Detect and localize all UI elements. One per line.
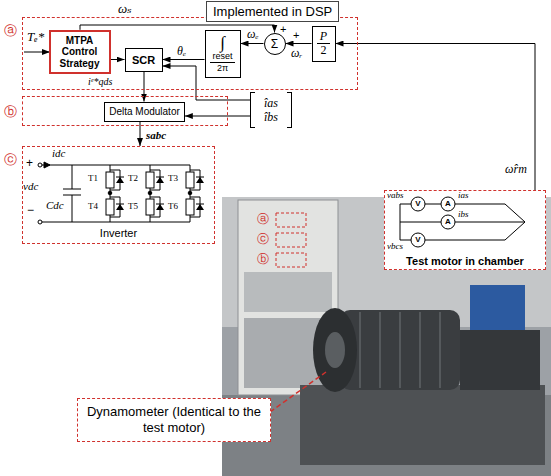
node-text: SCR xyxy=(132,54,155,66)
signal-name: vbcs xyxy=(387,242,403,252)
signal-line xyxy=(286,43,312,44)
signal-label: θₑ xyxy=(177,44,186,58)
signal-line xyxy=(241,43,264,44)
switch-name: T3 xyxy=(168,173,178,183)
modulator-region: ⓑDelta Modulator xyxy=(22,96,228,126)
node-text: Delta Modulator xyxy=(109,106,180,117)
meter-letter: V xyxy=(415,200,420,208)
node-text: P xyxy=(317,30,330,44)
current-vector: îasîbs xyxy=(250,92,292,128)
node-text: îbs xyxy=(264,110,278,124)
signal-label: ωₑ xyxy=(247,27,259,41)
callout-letter: ⓐ xyxy=(257,213,269,225)
node-text: 2π xyxy=(217,63,228,74)
inverter-schematic xyxy=(38,162,204,224)
signal-name: vdc xyxy=(23,180,38,193)
input-arrow xyxy=(24,52,50,53)
integrator-block: ∫reset2π xyxy=(205,30,241,78)
signal-line xyxy=(111,59,125,60)
switch-name: T5 xyxy=(128,201,138,211)
node-text: Σ xyxy=(271,38,278,50)
signal-name: ibs xyxy=(458,210,469,220)
region-label: Inverter xyxy=(23,227,214,239)
component-name: Cdc xyxy=(46,199,64,212)
signal-line xyxy=(163,59,205,60)
callout-letter: ⓒ xyxy=(4,153,17,166)
signal-name: Tₑ* xyxy=(27,30,44,45)
node-text: MTPA Control Strategy xyxy=(54,35,106,70)
switch-name: T2 xyxy=(128,173,138,183)
motor-box: Test motor in chamber xyxy=(384,190,546,270)
signal-name: ias xyxy=(458,191,469,201)
callout-letter: ⓒ xyxy=(257,233,269,245)
leader-line xyxy=(270,372,326,412)
signal-line xyxy=(185,116,250,117)
node-text: îas xyxy=(264,96,278,110)
callout-letter: ⓐ xyxy=(4,24,17,37)
meter-letter: A xyxy=(445,200,451,208)
node-text: ∫ xyxy=(220,34,225,51)
signal-line xyxy=(336,44,536,191)
node-text: 2 xyxy=(321,44,327,57)
summing-junction: Σ xyxy=(264,33,286,55)
region-title: Implemented in DSP xyxy=(206,1,339,22)
inverter-region: ⓒInverter xyxy=(22,146,215,244)
dsp-region: Implemented in DSPⓐMTPA Control Strategy… xyxy=(22,17,358,90)
signal-label: iᵉ*qds xyxy=(88,76,112,88)
switch-name: T6 xyxy=(168,201,178,211)
process-box: SCR xyxy=(125,48,163,72)
gain-block: P2 xyxy=(312,26,336,62)
signal-name: idc xyxy=(52,147,65,160)
signal-label: ωᵣ xyxy=(291,46,302,60)
callout-letter: ⓑ xyxy=(4,105,17,118)
polarity-mark: − xyxy=(27,204,34,218)
meter-letter: A xyxy=(445,218,451,226)
switch-name: T1 xyxy=(88,173,98,183)
signal-label: ωₛ xyxy=(118,1,132,17)
bracket-line xyxy=(287,92,292,128)
node-text: Dynamometer (Identical to the test motor… xyxy=(86,404,262,437)
meter-letter: V xyxy=(415,236,420,244)
control-block: MTPA Control Strategy xyxy=(49,30,111,75)
signal-label: sabc xyxy=(146,129,166,142)
signal-line xyxy=(144,72,145,102)
polarity-mark: + xyxy=(26,157,33,171)
sign-mark: + xyxy=(293,30,299,42)
process-box: Delta Modulator xyxy=(104,102,185,122)
callout-letter: ⓑ xyxy=(257,253,269,265)
bracket-line xyxy=(250,92,255,128)
signal-label: ω̂rm xyxy=(505,162,527,176)
callout-box: Dynamometer (Identical to the test motor… xyxy=(77,398,271,442)
switch-name: T4 xyxy=(88,201,98,211)
motor-schematic xyxy=(384,190,546,270)
node-text: reset xyxy=(210,51,234,63)
box-title: Test motor in chamber xyxy=(385,255,545,267)
signal-name: vabs xyxy=(387,191,404,201)
sign-mark: + xyxy=(280,24,286,36)
